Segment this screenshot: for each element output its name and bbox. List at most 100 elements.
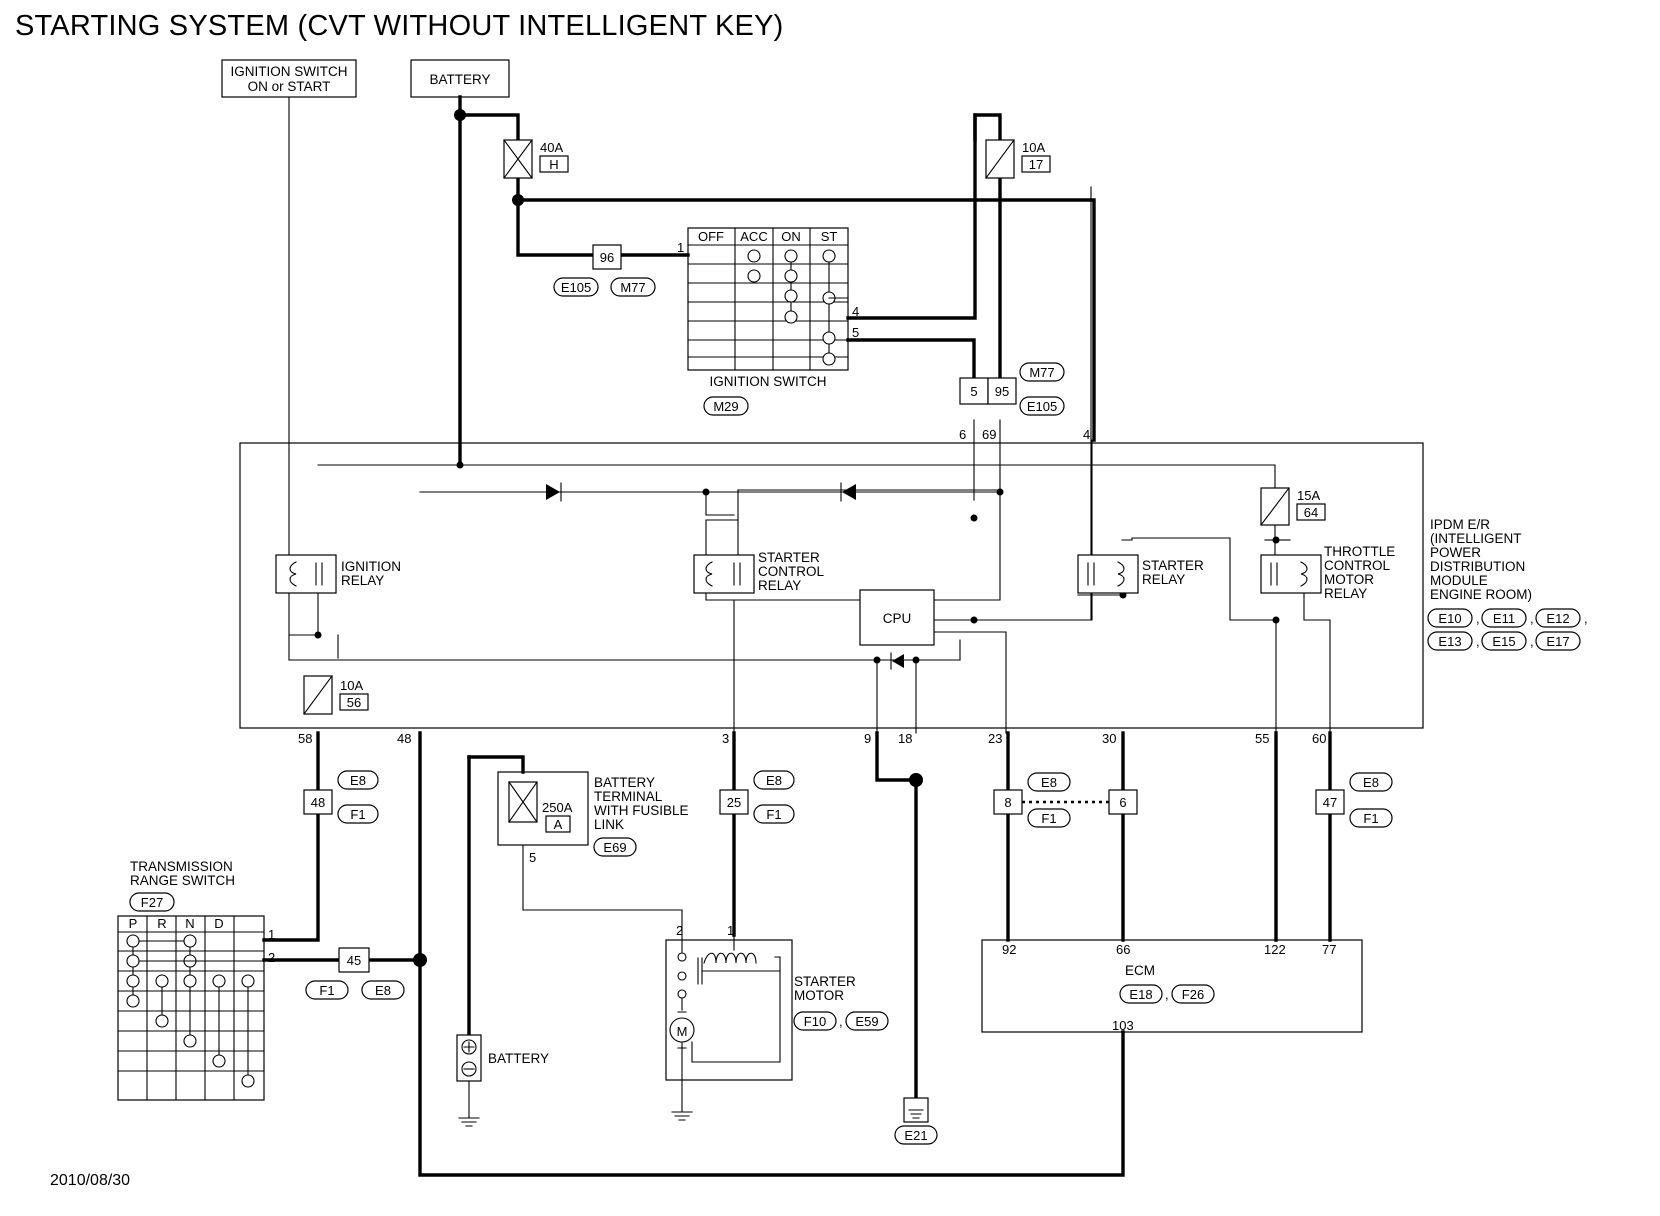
connector-47-pin: 47 xyxy=(1323,795,1337,810)
battery-lower-label: BATTERY xyxy=(488,1051,549,1066)
thick-wires xyxy=(262,95,1332,1177)
fuse-15a-rating: 15A xyxy=(1297,488,1320,503)
starter-motor-connector-2: E59 xyxy=(855,1014,878,1029)
connector-8: 8 E8 F1 xyxy=(993,772,1109,828)
fuse-10a-ipdm-id: 56 xyxy=(347,695,361,710)
starter-control-relay-label-3: RELAY xyxy=(758,578,801,593)
fuse-15a: 15A 64 xyxy=(1260,487,1326,526)
svg-text:,: , xyxy=(1476,634,1480,649)
fuse-10a-top-id: 17 xyxy=(1029,157,1043,172)
ignition-switch-header-acc: ACC xyxy=(740,229,767,244)
connector-48-tag-1: E8 xyxy=(350,773,366,788)
starter-motor-connector-1: F10 xyxy=(804,1014,826,1029)
ipdm-label-6: ENGINE ROOM) xyxy=(1430,587,1532,602)
ignition-switch: OFF ACC ON ST 1 4 5 IGNITION SWITCH M29 xyxy=(677,227,859,416)
page-title: STARTING SYSTEM (CVT WITHOUT INTELLIGENT… xyxy=(15,10,784,42)
ipdm-connector-e12: E12 xyxy=(1546,611,1569,626)
trs-header-d: D xyxy=(214,916,223,931)
starter-motor: 2 1 M STARTER MOTOR F10 , E59 xyxy=(665,923,889,1121)
ground-e21: E21 xyxy=(894,1097,938,1145)
ipdm-pin-48: 48 xyxy=(397,731,411,746)
ecm-connector-1: E18 xyxy=(1129,987,1152,1002)
svg-text:,: , xyxy=(1530,634,1534,649)
ipdm-pin-4: 4 xyxy=(1083,427,1090,442)
connector-6-pin: 6 xyxy=(1119,795,1126,810)
ipdm-connector-e11: E11 xyxy=(1493,611,1515,626)
connector-45: 45 F1 E8 xyxy=(305,947,405,1000)
ipdm-pin-58: 58 xyxy=(298,731,312,746)
connector-45-tag-2: E8 xyxy=(375,983,391,998)
svg-text:,: , xyxy=(1584,611,1588,626)
diode-right xyxy=(840,482,856,502)
battery-terminal-connector: E69 xyxy=(603,840,626,855)
starter-control-relay: STARTER CONTROL RELAY xyxy=(693,550,824,594)
ignition-switch-label-line1: IGNITION SWITCH xyxy=(231,64,348,79)
ipdm-pin-9: 9 xyxy=(864,731,871,746)
ipdm-connector-e13: E13 xyxy=(1438,634,1461,649)
ignition-relay-label-1: IGNITION xyxy=(341,559,401,574)
connector-8-tag-1: E8 xyxy=(1041,775,1057,790)
ipdm-pin-30: 30 xyxy=(1102,731,1116,746)
ipdm-pin-6: 6 xyxy=(959,427,966,442)
ignition-switch-connector: M29 xyxy=(713,399,738,414)
fuse-40a-rating: 40A xyxy=(540,140,563,155)
ecm: 92 66 122 77 103 ECM E18 , F26 xyxy=(981,939,1363,1033)
battery-terminal-label-2: TERMINAL xyxy=(594,789,663,804)
throttle-control-motor-relay: THROTTLE CONTROL MOTOR RELAY xyxy=(1260,544,1395,601)
throttle-relay-label-1: THROTTLE xyxy=(1324,544,1395,559)
connector-47-tag-2: F1 xyxy=(1363,811,1378,826)
connector-95-pin: 95 xyxy=(995,384,1009,399)
fuse-40a-id: H xyxy=(549,157,558,172)
battery-label: BATTERY xyxy=(429,72,490,87)
throttle-relay-label-3: MOTOR xyxy=(1324,572,1374,587)
ignition-switch-label-box: IGNITION SWITCH ON or START xyxy=(221,59,357,98)
ecm-pin-66: 66 xyxy=(1116,942,1130,957)
connector-45-pin: 45 xyxy=(347,953,361,968)
ipdm-label-4: DISTRIBUTION xyxy=(1430,559,1525,574)
fusible-link-wire xyxy=(522,844,683,941)
cpu-label: CPU xyxy=(883,611,912,626)
ground-connector: E21 xyxy=(904,1128,927,1143)
fuse-250a-id: A xyxy=(554,817,563,832)
ignition-switch-pin-4: 4 xyxy=(852,304,859,319)
ipdm-label: IPDM E/R (INTELLIGENT POWER DISTRIBUTION… xyxy=(1427,517,1588,651)
connector-6: 6 xyxy=(1108,789,1138,815)
ecm-label: ECM xyxy=(1125,963,1155,978)
trs-label-2: RANGE SWITCH xyxy=(130,873,235,888)
battery-terminal-fusible-link: 250A A BATTERY TERMINAL WITH FUSIBLE LIN… xyxy=(497,771,689,865)
starter-relay-label-2: RELAY xyxy=(1142,572,1185,587)
ignition-switch-pin-5: 5 xyxy=(852,325,859,340)
diode-cpu xyxy=(890,652,904,670)
fuse-10a-ipdm: 10A 56 xyxy=(303,675,369,715)
connector-5-95: 5 95 M77 E105 xyxy=(959,362,1065,416)
connector-47-tag-1: E8 xyxy=(1363,775,1379,790)
battery-lower: BATTERY xyxy=(456,1034,549,1127)
fuse-10a-top-rating: 10A xyxy=(1022,140,1045,155)
battery-terminal-label-1: BATTERY xyxy=(594,775,655,790)
svg-text:,: , xyxy=(1530,611,1534,626)
connector-5-95-tag-1: M77 xyxy=(1029,365,1054,380)
connector-25-pin: 25 xyxy=(727,795,741,810)
ipdm-pin-60: 60 xyxy=(1312,731,1326,746)
ipdm-label-5: MODULE xyxy=(1430,573,1488,588)
ipdm-label-2: (INTELLIGENT xyxy=(1430,531,1522,546)
ipdm-er: 6 69 4 58 48 3 9 18 23 30 55 60 CPU xyxy=(239,427,1424,746)
trs-connector: F27 xyxy=(141,895,163,910)
battery-label-box: BATTERY xyxy=(410,59,510,98)
ipdm-pin-55: 55 xyxy=(1255,731,1269,746)
connector-25-tag-2: F1 xyxy=(766,807,781,822)
thin-wires xyxy=(288,96,1331,941)
connector-47: 47 E8 F1 xyxy=(1315,772,1393,828)
ignition-switch-pin-1: 1 xyxy=(677,240,684,255)
connector-96-tag-2: M77 xyxy=(620,280,645,295)
svg-text:,: , xyxy=(1476,611,1480,626)
starter-motor-pin-1: 1 xyxy=(727,923,734,938)
connector-96-pin: 96 xyxy=(600,250,614,265)
ignition-switch-header-on: ON xyxy=(781,229,801,244)
ecm-pin-92: 92 xyxy=(1002,942,1016,957)
fuse-40a: 40A H xyxy=(503,139,569,179)
transmission-range-switch: TRANSMISSION RANGE SWITCH F27 P R N D xyxy=(117,859,275,1101)
connector-48-pin: 48 xyxy=(311,795,325,810)
throttle-relay-label-4: RELAY xyxy=(1324,586,1367,601)
